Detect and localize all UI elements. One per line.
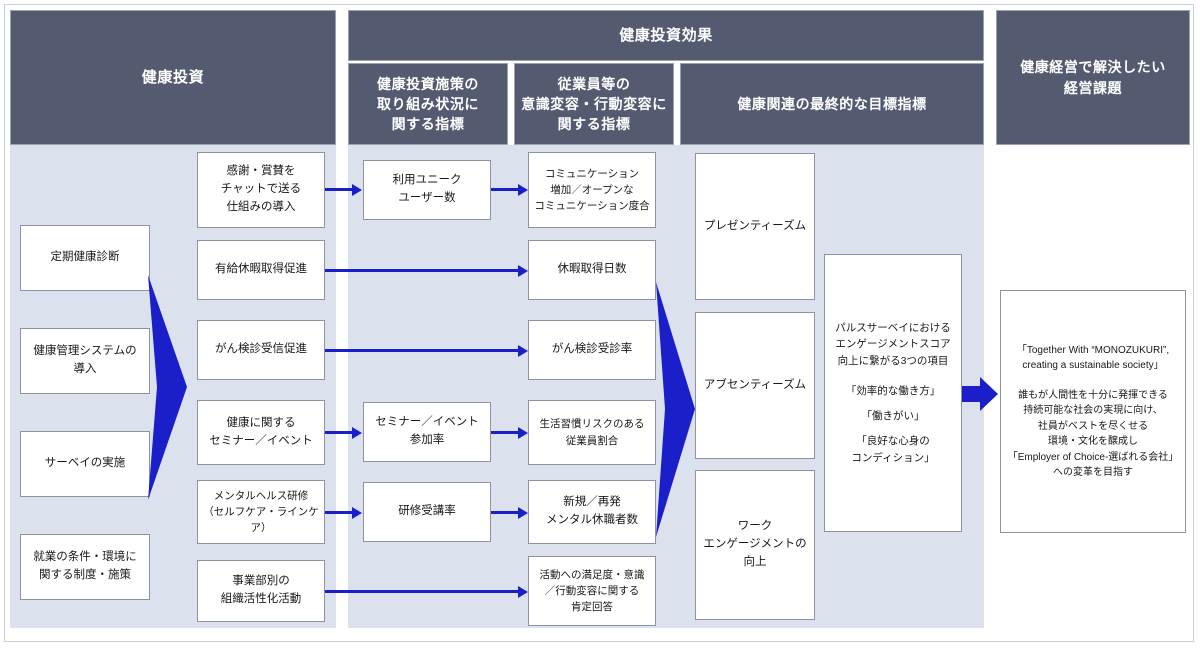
measure-label: がん検診受信促進: [215, 343, 307, 356]
connector-measure6-to-behavior6: [325, 590, 519, 593]
block-arrow-to-management-issue: [962, 376, 998, 412]
measure-paid-leave-promotion[interactable]: 有給休暇取得促進: [197, 240, 325, 300]
connector-status1-to-behavior1: [491, 188, 519, 191]
behavior-indicator-label: 生活習慣リスクのある 従業員割合: [539, 418, 645, 447]
measure-division-organization-activation[interactable]: 事業部別の 組織活性化活動: [197, 560, 325, 622]
investment-item-label: サーベイの実施: [44, 457, 126, 470]
investment-item-label: 健康管理システムの 導入: [33, 345, 137, 375]
investment-item-health-management-system[interactable]: 健康管理システムの 導入: [20, 328, 150, 394]
header-health-investment-effect-label: 健康投資効果: [619, 26, 713, 44]
measure-mental-health-training[interactable]: メンタルヘルス研修 （セルフケア・ラインケア）: [197, 480, 325, 544]
connector-status3-to-behavior5: [491, 511, 519, 514]
diagram-outer-frame: [4, 4, 1194, 642]
header-final-goal-indicators: 健康関連の最終的な目標指標: [680, 63, 984, 145]
measure-thanks-praise-chat[interactable]: 感謝・賞賛を チャットで送る 仕組みの導入: [197, 152, 325, 228]
investment-item-survey[interactable]: サーベイの実施: [20, 431, 150, 497]
measure-label: 事業部別の 組織活性化活動: [220, 575, 302, 605]
measure-label: 感謝・賞賛を チャットで送る 仕組みの導入: [220, 165, 302, 213]
behavior-indicator-label: 新規／再発 メンタル休職者数: [546, 496, 638, 526]
chevron-behavior-to-final-goals: [653, 282, 695, 537]
header-measure-status-indicators: 健康投資施策の 取り組み状況に 関する指標: [348, 63, 508, 145]
management-issue-quote: 「Together With “MONOZUKURI”, creating a …: [1016, 344, 1170, 372]
pulse-survey-item-work-fulfillment: 「働きがい」: [861, 410, 925, 423]
connector-measure5-to-status3: [325, 511, 353, 514]
behavior-indicator-label: コミュニケーション 増加／オープンな コミュニケーション度合: [534, 167, 650, 213]
behavior-indicator-label: がん検診受診率: [551, 343, 633, 356]
final-goal-presenteeism[interactable]: プレゼンティーズム: [695, 153, 815, 300]
measure-cancer-screening-promotion[interactable]: がん検診受信促進: [197, 320, 325, 380]
header-health-investment-label: 健康投資: [141, 68, 205, 86]
chevron-investment-to-measures: [145, 275, 187, 500]
final-goal-label: プレゼンティーズム: [703, 219, 807, 232]
behavior-indicator-communication[interactable]: コミュニケーション 増加／オープンな コミュニケーション度合: [528, 152, 656, 228]
header-management-issues: 健康経営で解決したい 経営課題: [996, 10, 1190, 145]
behavior-indicator-activity-satisfaction[interactable]: 活動への満足度・意識 ／行動変容に関する 肯定回答: [528, 556, 656, 626]
status-indicator-label: 利用ユニーク ユーザー数: [392, 174, 462, 204]
investment-item-label: 就業の条件・環境に 関する制度・施策: [33, 551, 137, 581]
status-indicator-seminar-participation-rate[interactable]: セミナー／イベント 参加率: [363, 402, 491, 462]
connector-status2-to-behavior4: [491, 431, 519, 434]
final-goal-label: アブセンティーズム: [703, 378, 807, 391]
measure-health-seminar-event[interactable]: 健康に関する セミナー／イベント: [197, 400, 325, 465]
measure-label: 健康に関する セミナー／イベント: [209, 416, 313, 447]
header-behavior-change-indicators-label: 従業員等の 意識変容・行動変容に 関する指標: [521, 75, 667, 133]
management-issue-body: 誰もが人間性を十分に発揮できる 持続可能な社会の実現に向け、 社員がベストを尽く…: [1007, 389, 1179, 479]
behavior-indicator-lifestyle-risk-ratio[interactable]: 生活習慣リスクのある 従業員割合: [528, 400, 656, 465]
measure-label: 有給休暇取得促進: [215, 263, 307, 276]
final-goal-label: ワーク エンゲージメントの 向上: [703, 520, 807, 568]
pulse-survey-box[interactable]: パルスサーベイにおける エンゲージメントスコア 向上に繋がる3つの項目 「効率的…: [824, 254, 962, 532]
final-goal-work-engagement[interactable]: ワーク エンゲージメントの 向上: [695, 470, 815, 620]
header-measure-status-indicators-label: 健康投資施策の 取り組み状況に 関する指標: [377, 75, 479, 133]
investment-item-label: 定期健康診断: [50, 251, 120, 264]
pulse-survey-item-efficient-work: 「効率的な働き方」: [845, 384, 941, 397]
investment-item-periodic-checkup[interactable]: 定期健康診断: [20, 225, 150, 291]
final-goal-absenteeism[interactable]: アブセンティーズム: [695, 312, 815, 459]
status-indicator-training-attendance-rate[interactable]: 研修受講率: [363, 482, 491, 542]
connector-measure2-to-behavior2: [325, 269, 519, 272]
connector-measure3-to-behavior3: [325, 349, 519, 352]
connector-measure4-to-status2: [325, 431, 353, 434]
header-final-goal-indicators-label: 健康関連の最終的な目標指標: [737, 95, 927, 112]
header-health-investment-effect: 健康投資効果: [348, 10, 984, 61]
pulse-survey-lead: パルスサーベイにおける エンゲージメントスコア 向上に繋がる3つの項目: [835, 322, 951, 367]
header-management-issues-label: 健康経営で解決したい 経営課題: [1020, 59, 1166, 96]
header-health-investment: 健康投資: [10, 10, 336, 145]
status-indicator-label: 研修受講率: [398, 505, 456, 518]
status-indicator-label: セミナー／イベント 参加率: [375, 416, 479, 446]
measure-label: メンタルヘルス研修 （セルフケア・ラインケア）: [203, 489, 319, 535]
behavior-indicator-leave-days[interactable]: 休暇取得日数: [528, 240, 656, 300]
behavior-indicator-mental-leave-count[interactable]: 新規／再発 メンタル休職者数: [528, 480, 656, 544]
behavior-indicator-label: 休暇取得日数: [557, 263, 627, 276]
connector-measure1-to-status1: [325, 188, 353, 191]
behavior-indicator-label: 活動への満足度・意識 ／行動変容に関する 肯定回答: [539, 568, 645, 614]
management-issue-content-box[interactable]: 「Together With “MONOZUKURI”, creating a …: [1000, 290, 1186, 533]
pulse-survey-item-good-condition: 「良好な心身の コンディション」: [851, 435, 935, 464]
header-behavior-change-indicators: 従業員等の 意識変容・行動変容に 関する指標: [514, 63, 674, 145]
investment-item-work-conditions-policy[interactable]: 就業の条件・環境に 関する制度・施策: [20, 534, 150, 600]
status-indicator-unique-users[interactable]: 利用ユニーク ユーザー数: [363, 160, 491, 220]
behavior-indicator-cancer-screening-rate[interactable]: がん検診受診率: [528, 320, 656, 380]
